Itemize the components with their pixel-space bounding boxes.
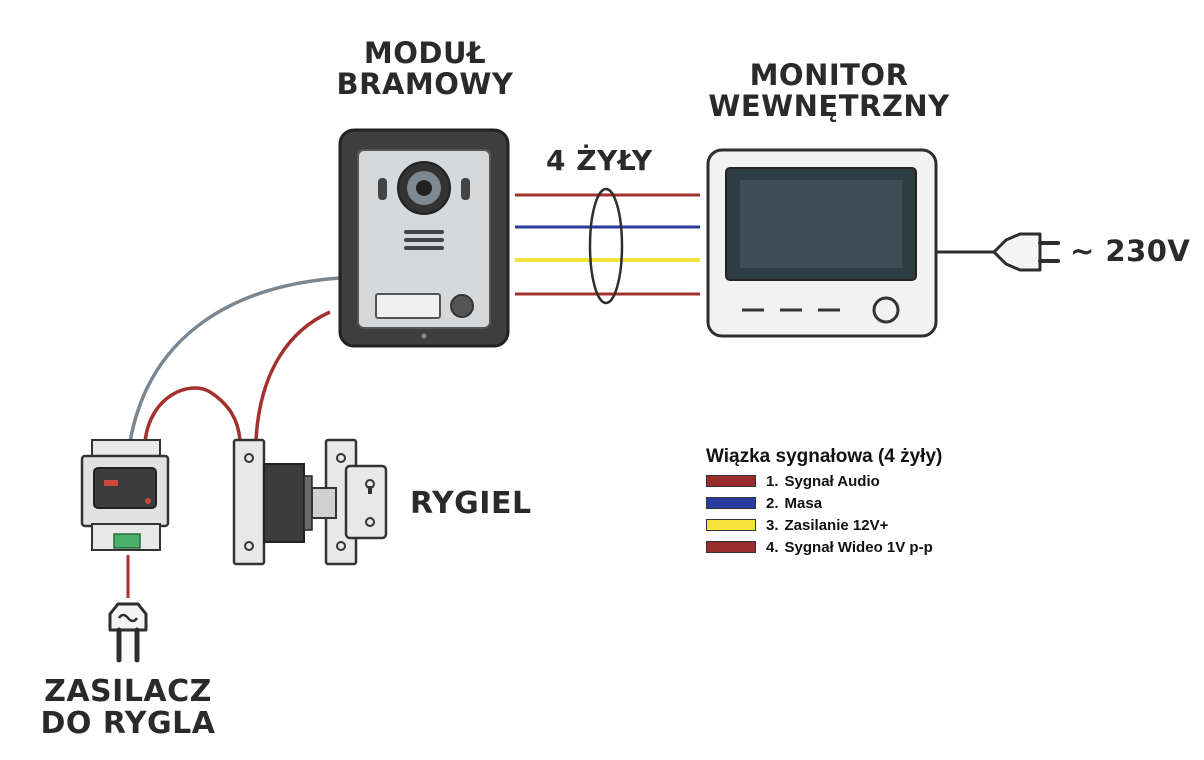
mains-plug-icon — [936, 232, 1060, 272]
legend-item: 4. Sygnał Wideo 1V p-p — [706, 536, 942, 558]
legend-number: 4. — [766, 538, 779, 556]
monitor-label-line2: WEWNĘTRZNY — [708, 89, 950, 124]
legend-swatch — [706, 497, 756, 509]
lock-label: RYGIEL — [410, 486, 532, 521]
legend: Wiązka sygnałowa (4 żyły) 1. Sygnał Audi… — [706, 446, 942, 558]
red-wire-to-lock — [254, 310, 331, 441]
legend-title: Wiązka sygnałowa (4 żyły) — [706, 446, 943, 467]
legend-number: 3. — [766, 516, 779, 534]
legend-number: 1. — [766, 472, 779, 490]
psu-label-line2: DO RYGLA — [40, 706, 216, 742]
wires-label: 4 ŻYŁY — [546, 144, 653, 177]
psu-label: ZASILACZ DO RYGLA — [30, 674, 226, 742]
psu-plug-icon — [108, 602, 148, 663]
legend-text: Masa — [784, 494, 823, 512]
legend-swatch — [706, 475, 756, 487]
monitor-device — [706, 148, 938, 338]
legend-item: 3. Zasilanie 12V+ — [706, 514, 942, 536]
psu-label-line1: ZASILACZ — [44, 674, 212, 709]
gray-wire — [128, 276, 341, 443]
legend-item: 1. Sygnał Audio — [706, 470, 942, 492]
legend-text: Sygnał Audio — [784, 472, 880, 490]
legend-text: Zasilanie 12V+ — [784, 516, 889, 534]
mains-voltage-label: ~ 230V — [1070, 234, 1191, 268]
psu-device — [80, 439, 170, 551]
legend-text: Sygnał Wideo 1V p-p — [784, 538, 933, 556]
gate-module-label-line2: BRAMOWY — [336, 67, 514, 102]
legend-item: 2. Masa — [706, 492, 942, 514]
legend-swatch — [706, 519, 756, 531]
gate-module-label-line1: MODUŁ — [363, 36, 487, 70]
signal-bundle — [515, 187, 700, 305]
monitor-label-line1: MONITOR — [749, 58, 909, 92]
bundle-ellipse — [588, 187, 624, 305]
gate-module-label: MODUŁ BRAMOWY — [330, 36, 520, 102]
red-wire-psu-lock — [143, 386, 242, 443]
lock-device — [232, 438, 388, 566]
monitor-label: MONITOR WEWNĘTRZNY — [686, 58, 972, 124]
gate-module-device — [338, 128, 510, 348]
legend-swatch — [706, 541, 756, 553]
legend-number: 2. — [766, 494, 779, 512]
